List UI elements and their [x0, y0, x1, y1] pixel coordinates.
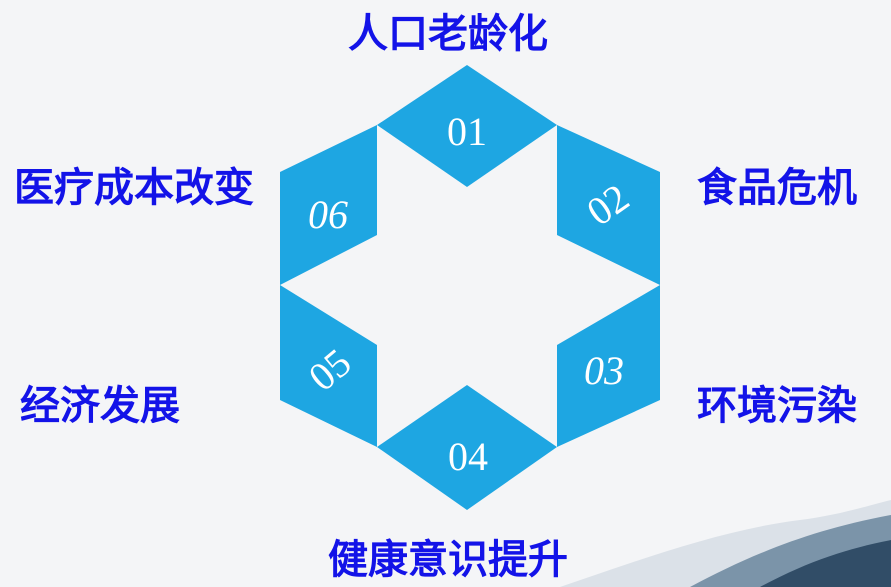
number-01: 01 [447, 109, 487, 154]
segment-04[interactable] [377, 385, 557, 510]
label-food-crisis: 食品危机 [697, 164, 857, 211]
label-population-aging: 人口老龄化 [348, 10, 548, 57]
label-medical-cost-change: 医疗成本改变 [14, 164, 254, 211]
segment-02[interactable] [557, 125, 660, 285]
segment-05[interactable] [280, 285, 377, 447]
segment-06[interactable] [280, 125, 377, 285]
segment-03[interactable] [557, 285, 660, 447]
number-03: 03 [584, 348, 624, 393]
label-environmental-pollution: 环境污染 [697, 382, 857, 429]
label-health-awareness: 健康意识提升 [328, 536, 568, 583]
segment-01[interactable] [377, 65, 557, 187]
number-06: 06 [308, 192, 348, 237]
number-04: 04 [448, 434, 488, 479]
label-economic-development: 经济发展 [20, 382, 180, 429]
